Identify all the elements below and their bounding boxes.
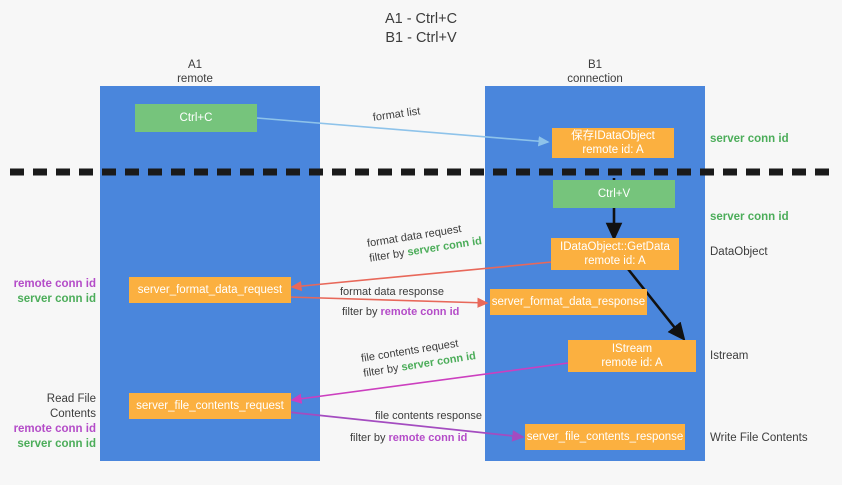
node-istream-label-2: remote id: A xyxy=(601,357,663,369)
lane-b1-sub: connection xyxy=(567,73,623,85)
node-ctrl-v-label: Ctrl+V xyxy=(597,188,631,200)
page-title: A1 - Ctrl+C B1 - Ctrl+V xyxy=(0,10,842,48)
edge-label-format-list-text: format list xyxy=(372,105,422,124)
left-label-server-conn-id-1: server conn id xyxy=(17,293,96,305)
node-server-format-data-request-label: server_format_data_request xyxy=(137,284,283,296)
right-label-write-file-contents: Write File Contents xyxy=(710,432,808,444)
node-server-file-contents-response-label: server_file_contents_response xyxy=(526,431,684,443)
edge-label-format-data-response: format data response filter by remote co… xyxy=(340,285,459,320)
node-ctrl-c[interactable]: Ctrl+C xyxy=(135,104,257,132)
left-label-group-2: Read File Contents remote conn id server… xyxy=(0,392,96,452)
edge-label-format-list: format list xyxy=(372,104,421,125)
edge-label-format-data-request: format data request filter by server con… xyxy=(366,219,483,266)
edge-label-format-data-response-text: format data response xyxy=(340,286,444,298)
node-ctrl-v[interactable]: Ctrl+V xyxy=(553,180,675,208)
lane-a1-sub: remote xyxy=(177,73,213,85)
title-line-2: B1 - Ctrl+V xyxy=(385,30,457,46)
node-istream-label-1: IStream xyxy=(611,343,653,355)
left-label-read-file-contents: Read File Contents xyxy=(46,393,96,420)
node-ctrl-c-label: Ctrl+C xyxy=(179,112,213,124)
node-istream[interactable]: IStream remote id: A xyxy=(568,340,696,372)
left-label-remote-conn-id-1: remote conn id xyxy=(13,278,96,290)
lane-a1-name: A1 xyxy=(187,59,203,71)
right-label-dataobject: DataObject xyxy=(710,246,768,258)
edge-label-file-contents-response-filter-value: remote conn id xyxy=(388,432,468,444)
right-label-istream: Istream xyxy=(710,350,749,362)
node-idataobject-getdata[interactable]: IDataObject::GetData remote id: A xyxy=(551,238,679,270)
node-server-file-contents-request-label: server_file_contents_request xyxy=(136,400,284,412)
left-label-group-1: remote conn id server conn id xyxy=(0,277,96,307)
node-idataobject-getdata-label-1: IDataObject::GetData xyxy=(560,241,670,253)
edge-label-file-contents-response-filter-prefix: filter by xyxy=(350,432,389,444)
edge-label-format-data-response-filter-prefix: filter by xyxy=(342,306,381,318)
lane-b1-name: B1 xyxy=(587,59,603,71)
node-idataobject-save[interactable]: 保存IDataObject remote id: A xyxy=(552,128,674,158)
node-server-format-data-response-label: server_format_data_response xyxy=(491,296,646,308)
edge-label-file-contents-request: file contents request filter by server c… xyxy=(360,334,477,381)
node-server-file-contents-request[interactable]: server_file_contents_request xyxy=(129,393,291,419)
node-idataobject-getdata-label-2: remote id: A xyxy=(584,255,646,267)
lane-title-b1: B1 connection xyxy=(530,58,660,86)
node-server-file-contents-response[interactable]: server_file_contents_response xyxy=(525,424,685,450)
node-idataobject-save-label-2: remote id: A xyxy=(582,144,644,156)
right-label-server-conn-id-2: server conn id xyxy=(710,211,789,223)
node-server-format-data-response[interactable]: server_format_data_response xyxy=(490,289,647,315)
edge-label-file-contents-response-text: file contents response xyxy=(375,410,483,422)
node-idataobject-save-label-1: 保存IDataObject xyxy=(571,130,655,142)
right-label-server-conn-id-1: server conn id xyxy=(710,133,789,145)
lane-title-a1: A1 remote xyxy=(130,58,260,86)
node-server-format-data-request[interactable]: server_format_data_request xyxy=(129,277,291,303)
left-label-server-conn-id-2: server conn id xyxy=(17,438,96,450)
title-line-1: A1 - Ctrl+C xyxy=(384,11,458,27)
left-label-remote-conn-id-2: remote conn id xyxy=(13,423,96,435)
edge-label-file-contents-response: file contents response filter by remote … xyxy=(350,409,483,446)
edge-label-format-data-response-filter-value: remote conn id xyxy=(380,306,460,318)
